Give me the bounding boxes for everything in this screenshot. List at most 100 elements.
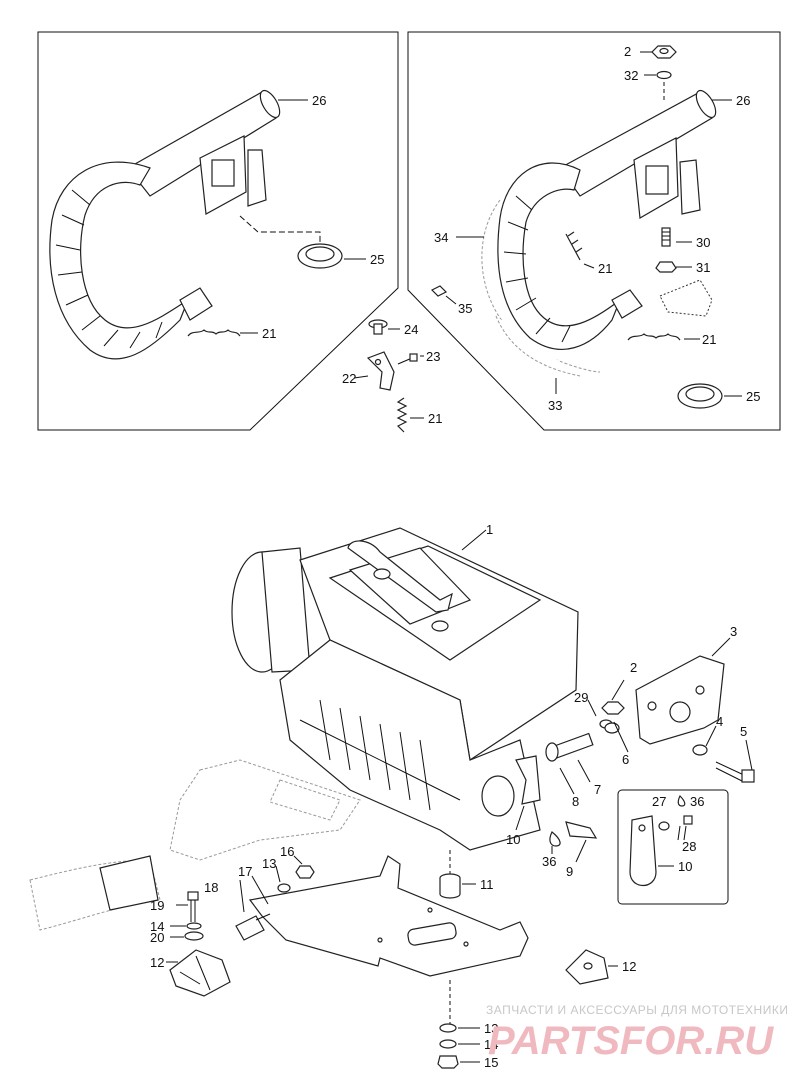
clip-35	[430, 285, 448, 297]
coolant-pipe	[347, 540, 453, 613]
washer-27	[658, 821, 670, 831]
callout-4: 4	[716, 714, 723, 729]
callout-14: 14	[484, 1037, 498, 1052]
callout-36: 36	[690, 794, 704, 809]
water-pump	[481, 775, 515, 817]
callout-21: 21	[262, 326, 276, 341]
spring-21-right	[627, 333, 681, 341]
sealant-drop-36	[549, 831, 561, 847]
nut-16	[295, 865, 315, 879]
screw-23	[397, 353, 418, 365]
callout-12: 12	[622, 959, 636, 974]
spacer-11	[439, 873, 461, 899]
callout-26: 26	[312, 93, 326, 108]
callout-18: 18	[204, 880, 218, 895]
left-mount-parts: 19 14 20 12 17 18 13 16	[150, 844, 315, 997]
engine-base-plate: 11 12 13 14 15	[248, 855, 636, 1070]
washer-4	[692, 744, 708, 756]
heat-shield-33	[495, 315, 581, 377]
callout-21: 21	[702, 332, 716, 347]
callout-7: 7	[594, 782, 601, 797]
callout-33: 33	[548, 398, 562, 413]
callout-12: 12	[150, 955, 164, 970]
bracket-right	[659, 279, 713, 317]
callout-21: 21	[598, 261, 612, 276]
bracket-10-inset	[629, 815, 657, 887]
damper-18	[235, 913, 271, 941]
intake-manifold	[169, 759, 361, 861]
sensor-9	[565, 821, 598, 839]
callout-23: 23	[426, 349, 440, 364]
callout-15: 15	[484, 1055, 498, 1070]
bolt-28	[677, 815, 693, 841]
callout-32: 32	[624, 68, 638, 83]
callout-5: 5	[740, 724, 747, 739]
stud-30	[661, 227, 671, 247]
exhaust-panel-right: 2 32 26 30 31 34 21 21 25 33	[407, 31, 781, 431]
callout-2: 2	[624, 44, 631, 59]
callout-2: 2	[630, 660, 637, 675]
muffler-left	[127, 89, 281, 215]
callout-3: 3	[730, 624, 737, 639]
bracket-10	[515, 755, 541, 805]
nut-2	[601, 701, 625, 715]
engine-assembly: 1 3 2 29 6 4 5 7 8 10 36 9	[29, 522, 755, 931]
callout-6: 6	[622, 752, 629, 767]
bracket-22	[366, 351, 395, 391]
callout-24: 24	[404, 322, 418, 337]
callout-13: 13	[484, 1021, 498, 1036]
washer-14-lower	[439, 1039, 457, 1049]
sealant-drop-36-inset	[677, 794, 686, 807]
engine-block	[279, 639, 541, 851]
bolt-5	[715, 761, 755, 783]
callout-27: 27	[652, 794, 666, 809]
watermark: ЗАПЧАСТИ И АКСЕССУАРЫ ДЛЯ МОТОТЕХНИКИ PA…	[486, 1003, 788, 1063]
watermark-tagline: ЗАПЧАСТИ И АКСЕССУАРЫ ДЛЯ МОТОТЕХНИКИ	[486, 1003, 788, 1017]
callout-19: 19	[150, 898, 164, 913]
watermark-brand: PARTSFOR.RU	[488, 1019, 774, 1063]
spring-21-inner	[565, 231, 583, 261]
inset-bracket-detail: 27 36 28 10	[617, 789, 729, 905]
callout-13: 13	[262, 856, 276, 871]
callout-26: 26	[736, 93, 750, 108]
callout-10: 10	[678, 859, 692, 874]
loose-parts-middle: 35 24 22 23 21	[342, 285, 472, 433]
nut-2-top	[651, 45, 677, 59]
nut-15	[437, 1055, 459, 1069]
gasket-ring-25-right	[677, 383, 723, 409]
callout-10: 10	[506, 832, 520, 847]
muffler-right	[559, 89, 717, 219]
callout-22: 22	[342, 371, 356, 386]
callout-28: 28	[682, 839, 696, 854]
spring-21-left	[187, 329, 241, 337]
callout-20: 20	[150, 930, 164, 945]
mount-plate-3	[635, 655, 725, 745]
callout-16: 16	[280, 844, 294, 859]
callout-36: 36	[542, 854, 556, 869]
callout-25: 25	[746, 389, 760, 404]
callout-8: 8	[572, 794, 579, 809]
exhaust-pipe-right	[497, 162, 643, 350]
spring-21-middle	[396, 397, 408, 433]
exhaust-panel-left: 26 25 21	[37, 31, 399, 431]
washer-20	[184, 931, 204, 941]
callout-9: 9	[566, 864, 573, 879]
bolt-19	[187, 891, 199, 922]
callout-21: 21	[428, 411, 442, 426]
callout-25: 25	[370, 252, 384, 267]
callout-30: 30	[696, 235, 710, 250]
washer-32	[656, 70, 672, 80]
gasket-ring-25-left	[297, 243, 343, 269]
washer-14	[186, 922, 202, 930]
washer-13-lower	[439, 1023, 457, 1033]
rubber-mount-12-left	[169, 949, 231, 997]
callout-17: 17	[238, 864, 252, 879]
callout-14: 14	[150, 919, 164, 934]
washer-13	[277, 883, 291, 893]
callout-11: 11	[480, 877, 494, 892]
exhaust-pipe-left	[49, 161, 213, 360]
callout-31: 31	[696, 260, 710, 275]
callout-1: 1	[486, 522, 493, 537]
nut-31	[655, 261, 677, 273]
